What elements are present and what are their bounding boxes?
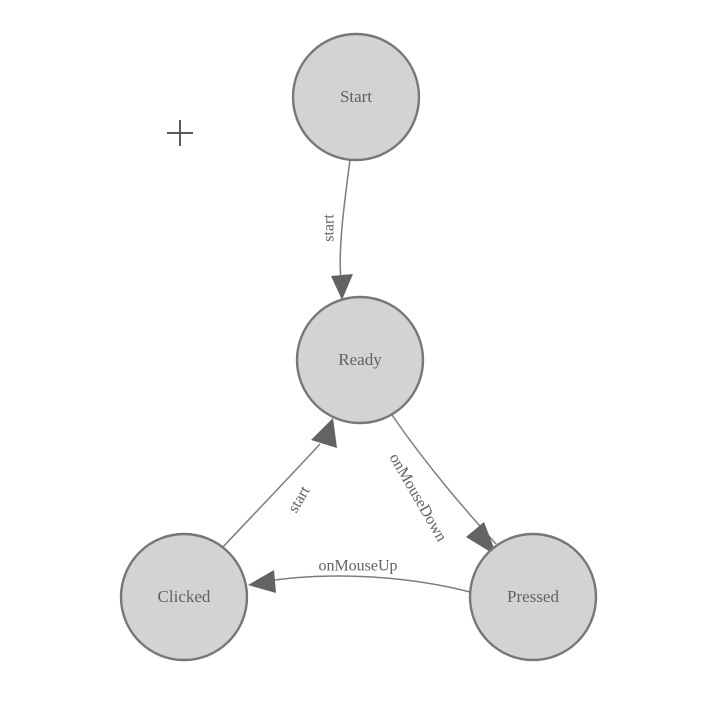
node-start-label: Start [340, 87, 372, 106]
edge-ready-to-pressed-label: onMouseDown [386, 451, 450, 545]
edge-clicked-to-ready-arrowhead [311, 418, 337, 448]
node-clicked-label: Clicked [158, 587, 211, 606]
node-clicked-circle [119, 532, 249, 662]
node-pressed[interactable]: Pressed [468, 532, 598, 662]
edge-start-to-ready-path [339, 159, 351, 281]
plus-marker[interactable] [167, 120, 193, 146]
node-ready[interactable]: Ready [295, 295, 425, 425]
edge-pressed-to-clicked-arrowhead [248, 570, 276, 593]
edge-pressed-to-clicked-label: onMouseUp [318, 558, 397, 575]
edge-start-to-ready[interactable]: start [321, 159, 353, 300]
edge-start-to-ready-arrowhead [331, 274, 353, 300]
edge-ready-to-pressed[interactable]: onMouseDown [386, 414, 497, 556]
node-ready-circle [295, 295, 425, 425]
edge-clicked-to-ready-label: start [285, 483, 314, 516]
edge-start-to-ready-label: start [321, 214, 338, 242]
edge-pressed-to-clicked-path [261, 575, 471, 593]
node-ready-label: Ready [338, 350, 382, 369]
edge-clicked-to-ready-path [220, 443, 321, 550]
node-start[interactable]: Start [291, 32, 421, 162]
edge-ready-to-pressed-arrowhead [466, 522, 497, 556]
node-pressed-label: Pressed [507, 587, 559, 606]
node-clicked[interactable]: Clicked [119, 532, 249, 662]
edge-pressed-to-clicked[interactable]: onMouseUp [248, 558, 471, 593]
node-pressed-circle [468, 532, 598, 662]
node-start-circle [291, 32, 421, 162]
edge-clicked-to-ready[interactable]: start [220, 418, 337, 550]
